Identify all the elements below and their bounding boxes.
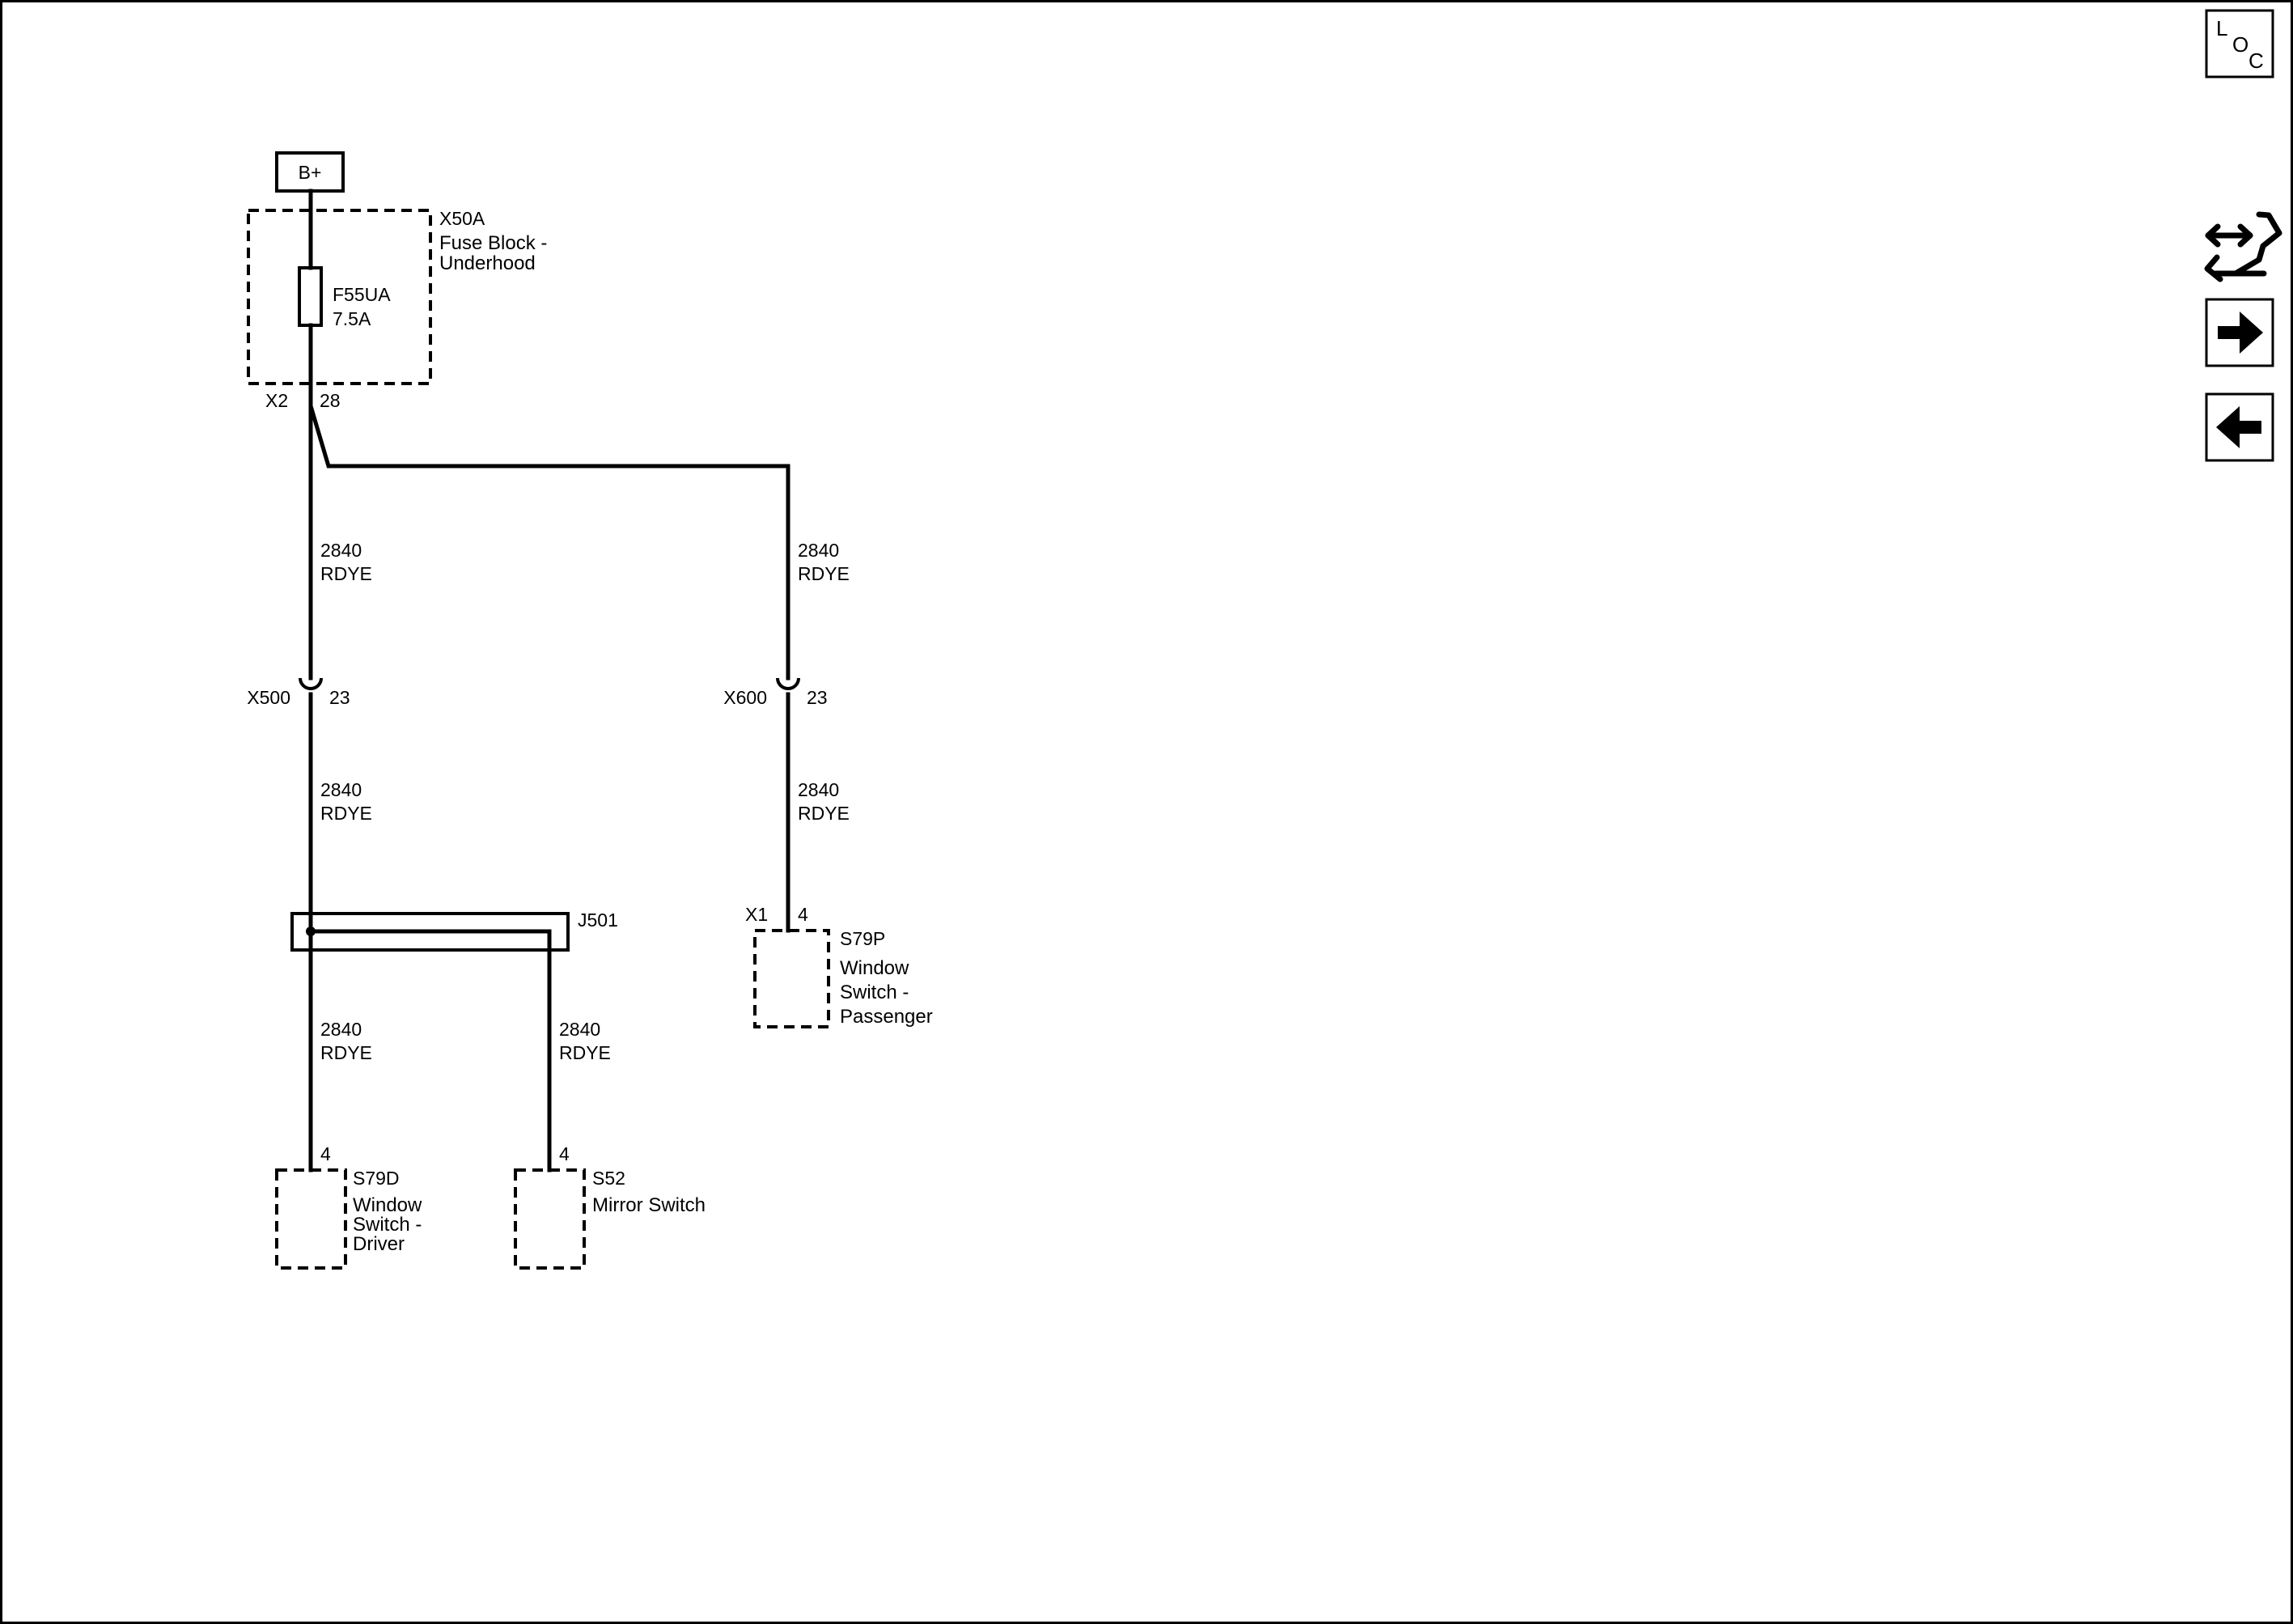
wire-circuit: 2840 <box>559 1019 600 1040</box>
loc-letter-c: C <box>2248 49 2264 73</box>
component-name-2: Switch - <box>840 982 909 1003</box>
loc-letter-l: L <box>2216 16 2227 40</box>
connector-symbol <box>776 677 800 690</box>
component-name-3: Driver <box>353 1233 405 1255</box>
next-button[interactable] <box>2205 298 2274 367</box>
connector-pin: 23 <box>329 687 350 708</box>
wire-circuit: 2840 <box>798 779 839 800</box>
connector-id: X500 <box>247 687 290 708</box>
loc-button[interactable]: L O C <box>2205 9 2274 78</box>
component-name-3: Passenger <box>840 1006 933 1028</box>
fuse-rating: 7.5A <box>333 308 371 329</box>
wire-color: RDYE <box>320 803 372 824</box>
fuse-block-name-1: Fuse Block - <box>439 232 547 254</box>
back-button[interactable] <box>2205 392 2274 462</box>
splice-id: J501 <box>578 910 618 931</box>
wire-branch-passenger <box>308 405 790 681</box>
wire-circuit: 2840 <box>320 779 362 800</box>
component-id: S79P <box>840 928 885 949</box>
component-connector: X1 <box>745 904 768 925</box>
component-s79p: X1 4 S79P Window Switch - Passenger <box>745 904 933 1028</box>
power-label: B+ <box>299 162 322 183</box>
splice-outline <box>290 912 570 952</box>
wire-circuit: 2840 <box>798 540 839 561</box>
loc-icon <box>2205 9 2274 78</box>
connector-pin: 23 <box>807 687 828 708</box>
connector-symbol <box>299 677 323 690</box>
fuse-f55ua <box>298 266 323 327</box>
component-outline <box>275 1168 347 1270</box>
connector-swap-icon <box>2204 211 2282 282</box>
component-id: S79D <box>353 1168 400 1189</box>
component-pin: 4 <box>798 904 808 925</box>
fuse-block-pin: 28 <box>320 390 341 411</box>
component-id: S52 <box>592 1168 625 1189</box>
connector-swap-button[interactable] <box>2204 211 2282 282</box>
next-arrow-icon <box>2218 312 2263 354</box>
component-s79d: 4 S79D Window Switch - Driver <box>275 1143 422 1270</box>
wire-labels: 2840 RDYE 2840 RDYE 2840 RDYE 2840 RDYE … <box>320 540 850 1063</box>
component-name-1: Window <box>840 957 909 979</box>
wire-color: RDYE <box>320 563 372 584</box>
loc-letter-o: O <box>2232 32 2248 57</box>
inline-connector-x600: X600 23 <box>723 677 828 708</box>
splice-pack-j501: J501 <box>290 910 618 952</box>
component-name-1: Mirror Switch <box>592 1194 706 1216</box>
wire-circuit: 2840 <box>320 1019 362 1040</box>
component-name-2: Switch - <box>353 1214 422 1236</box>
component-name-1: Window <box>353 1194 422 1216</box>
fuse-block-x50a: X50A Fuse Block - Underhood F55UA 7.5A X… <box>247 208 547 411</box>
inline-connector-x500: X500 23 <box>247 677 350 708</box>
wire-color: RDYE <box>559 1042 611 1063</box>
splice-node <box>306 926 316 936</box>
fuse-block-connector: X2 <box>265 390 288 411</box>
connector-id: X600 <box>723 687 767 708</box>
component-outline <box>514 1168 586 1270</box>
wire-color: RDYE <box>320 1042 372 1063</box>
fuse-block-outline <box>247 209 432 385</box>
fuse-block-name-2: Underhood <box>439 252 536 274</box>
component-pin: 4 <box>559 1143 570 1164</box>
component-pin: 4 <box>320 1143 331 1164</box>
fuse-block-id: X50A <box>439 208 485 229</box>
wire-color: RDYE <box>798 563 850 584</box>
component-s52: 4 S52 Mirror Switch <box>514 1143 706 1270</box>
wires <box>308 189 790 1172</box>
component-outline <box>753 929 830 1028</box>
wire-circuit: 2840 <box>320 540 362 561</box>
fuse-id: F55UA <box>333 284 391 305</box>
wire-color: RDYE <box>798 803 850 824</box>
power-source: B+ <box>275 151 345 193</box>
back-arrow-icon <box>2216 406 2261 448</box>
